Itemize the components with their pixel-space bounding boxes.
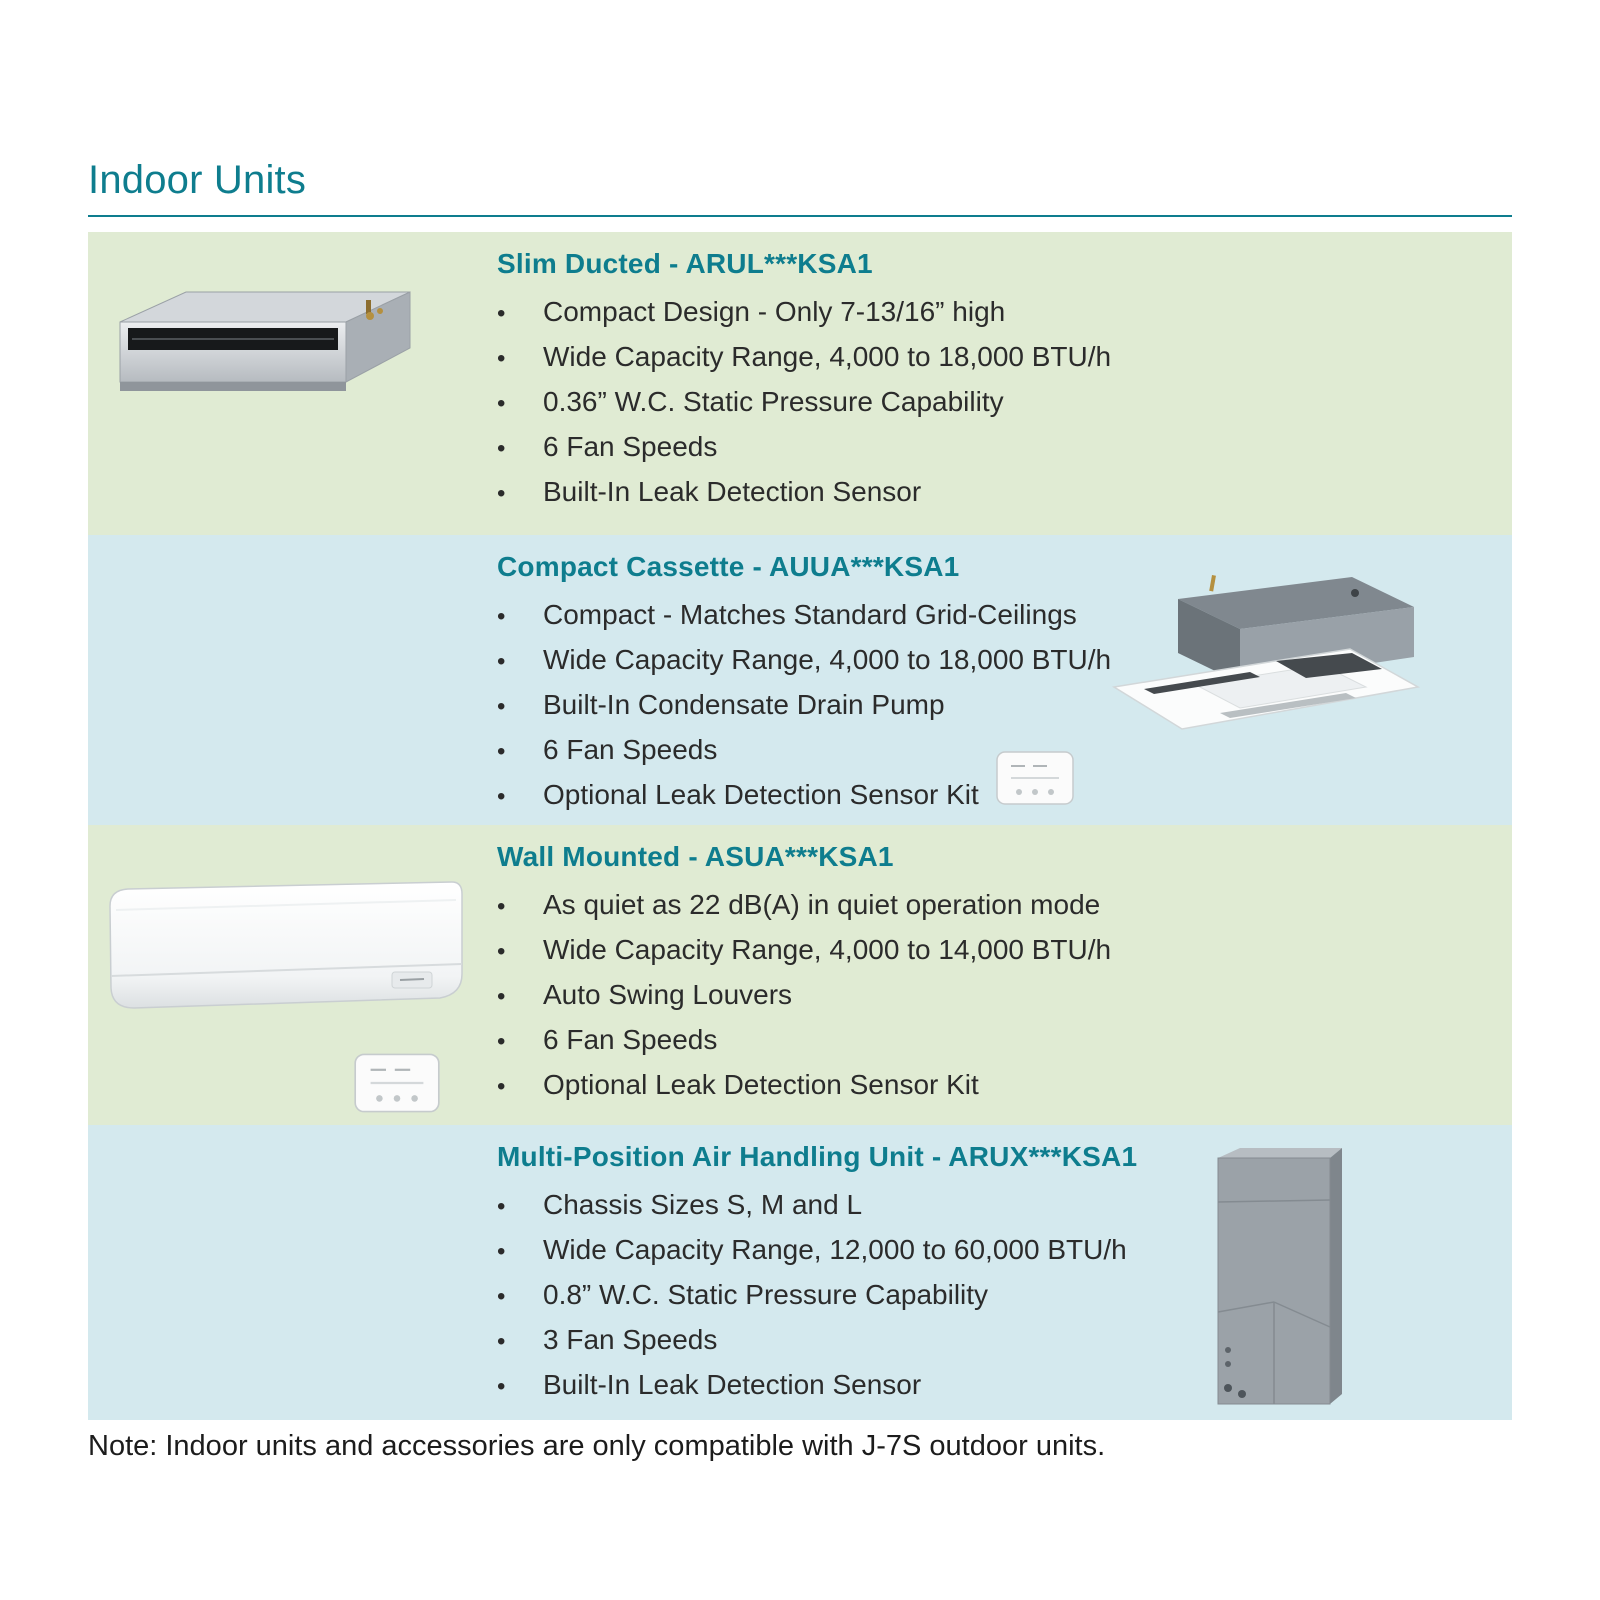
bullet-text: Auto Swing Louvers	[543, 979, 793, 1010]
remote-control-image	[353, 1052, 441, 1119]
bullet-item: • Wide Capacity Range, 4,000 to 18,000 BT…	[497, 335, 1492, 380]
compatibility-note: Note: Indoor units and accessories are o…	[88, 1430, 1106, 1462]
bullet-dot: •	[497, 1193, 506, 1220]
bullet-item: • 6 Fan Speeds	[497, 425, 1492, 470]
air-handler-unit-image	[1208, 1142, 1348, 1417]
bullet-item: • Compact - Matches Standard Grid-Ceiling…	[497, 593, 1492, 638]
bullet-item: • Compact Design - Only 7-13/16” high	[497, 290, 1492, 335]
bullet-dot: •	[497, 603, 506, 630]
bullet-item: • Optional Leak Detection Sensor Kit	[497, 1063, 1492, 1108]
bullet-item: • Wide Capacity Range, 4,000 to 14,000 BT…	[497, 928, 1492, 973]
bullet-item: • Auto Swing Louvers	[497, 973, 1492, 1018]
bullet-text: Optional Leak Detection Sensor Kit	[543, 1069, 979, 1100]
remote-control-icon	[996, 751, 1074, 805]
bullet-text: 6 Fan Speeds	[543, 1024, 718, 1055]
slim-ducted-unit-icon	[119, 291, 411, 391]
section-multi-position-air-handler: Multi-Position Air Handling Unit - ARUX*…	[88, 1125, 1512, 1420]
bullet-dot: •	[497, 1328, 506, 1355]
bullet-dot: •	[497, 1238, 506, 1265]
bullet-text: Compact Design - Only 7-13/16” high	[543, 296, 1006, 327]
bullet-dot: •	[497, 893, 506, 920]
bullet-text: 6 Fan Speeds	[543, 734, 718, 765]
bullet-text: Wide Capacity Range, 12,000 to 60,000 BT…	[543, 1234, 1127, 1265]
bullet-text: Optional Leak Detection Sensor Kit	[543, 779, 979, 810]
section-heading: Wall Mounted - ASUA***KSA1	[497, 841, 894, 872]
bullet-item: • 0.8” W.C. Static Pressure Capability	[497, 1273, 1492, 1318]
bullet-text: Wide Capacity Range, 4,000 to 18,000 BTU…	[543, 341, 1112, 372]
title-divider	[88, 215, 1512, 217]
bullet-item: • 3 Fan Speeds	[497, 1318, 1492, 1363]
bullet-text: Wide Capacity Range, 4,000 to 14,000 BTU…	[543, 934, 1112, 965]
bullet-dot: •	[497, 1073, 506, 1100]
page-title: Indoor Units	[88, 158, 307, 202]
bullet-text: 3 Fan Speeds	[543, 1324, 718, 1355]
bullet-text: Built-In Leak Detection Sensor	[543, 1369, 922, 1400]
bullet-dot: •	[497, 783, 506, 810]
bullet-dot: •	[497, 1028, 506, 1055]
remote-control-image	[995, 750, 1075, 811]
bullet-item: • Built-In Leak Detection Sensor	[497, 470, 1492, 515]
bullet-item: • Wide Capacity Range, 4,000 to 18,000 BT…	[497, 638, 1492, 683]
sections-container: Slim Ducted - ARUL***KSA1 • Compact Desig…	[88, 232, 1512, 1420]
bullet-item: • Chassis Sizes S, M and L	[497, 1183, 1492, 1228]
section-wall-mounted: Wall Mounted - ASUA***KSA1 • As quiet as …	[88, 825, 1512, 1125]
bullet-text: 0.36” W.C. Static Pressure Capability	[543, 386, 1004, 417]
feature-list: • As quiet as 22 dB(A) in quiet operation…	[497, 883, 1492, 1108]
air-handler-unit-icon	[1217, 1148, 1342, 1405]
feature-list: • Compact - Matches Standard Grid-Ceiling…	[497, 593, 1492, 818]
section-compact-cassette: Compact Cassette - AUUA***KSA1 • Compact …	[88, 535, 1512, 825]
bullet-text: 6 Fan Speeds	[543, 431, 718, 462]
bullet-item: • As quiet as 22 dB(A) in quiet operation…	[497, 883, 1492, 928]
bullet-dot: •	[497, 648, 506, 675]
bullet-item: • Optional Leak Detection Sensor Kit	[497, 773, 1492, 818]
bullet-text: Compact - Matches Standard Grid-Ceilings	[543, 599, 1077, 630]
bullet-text: 0.8” W.C. Static Pressure Capability	[543, 1279, 989, 1310]
bullet-dot: •	[497, 693, 506, 720]
compact-cassette-unit-icon	[1111, 575, 1421, 730]
bullet-dot: •	[497, 435, 506, 462]
bullet-dot: •	[497, 300, 506, 327]
bullet-text: Chassis Sizes S, M and L	[543, 1189, 863, 1220]
bullet-text: Wide Capacity Range, 4,000 to 18,000 BTU…	[543, 644, 1112, 675]
bullet-dot: •	[497, 738, 506, 765]
bullet-item: • 6 Fan Speeds	[497, 1018, 1492, 1063]
bullet-text: Built-In Condensate Drain Pump	[543, 689, 945, 720]
remote-control-icon	[354, 1053, 440, 1113]
bullet-dot: •	[497, 1283, 506, 1310]
bullet-dot: •	[497, 390, 506, 417]
bullet-text: Built-In Leak Detection Sensor	[543, 476, 922, 507]
bullet-dot: •	[497, 938, 506, 965]
wall-mounted-unit-image	[100, 876, 470, 1041]
section-heading: Slim Ducted - ARUL***KSA1	[497, 248, 873, 279]
section-heading: Multi-Position Air Handling Unit - ARUX*…	[497, 1141, 1138, 1172]
section-heading: Compact Cassette - AUUA***KSA1	[497, 551, 960, 582]
compact-cassette-unit-image	[1100, 565, 1421, 780]
bullet-item: • 6 Fan Speeds	[497, 728, 1492, 773]
wall-mounted-unit-icon	[109, 881, 463, 1009]
bullet-dot: •	[497, 983, 506, 1010]
bullet-item: • Wide Capacity Range, 12,000 to 60,000 B…	[497, 1228, 1492, 1273]
bullet-dot: •	[497, 345, 506, 372]
bullet-item: • Built-In Leak Detection Sensor	[497, 1363, 1492, 1408]
bullet-text: As quiet as 22 dB(A) in quiet operation …	[543, 889, 1101, 920]
feature-list: • Chassis Sizes S, M and L • Wide Capacity…	[497, 1183, 1492, 1408]
bullet-item: • 0.36” W.C. Static Pressure Capability	[497, 380, 1492, 425]
bullet-dot: •	[497, 480, 506, 507]
slim-ducted-unit-image	[108, 270, 418, 405]
feature-list: • Compact Design - Only 7-13/16” high • Wi…	[497, 290, 1492, 515]
bullet-dot: •	[497, 1373, 506, 1400]
bullet-item: • Built-In Condensate Drain Pump	[497, 683, 1492, 728]
section-slim-ducted: Slim Ducted - ARUL***KSA1 • Compact Desig…	[88, 232, 1512, 535]
